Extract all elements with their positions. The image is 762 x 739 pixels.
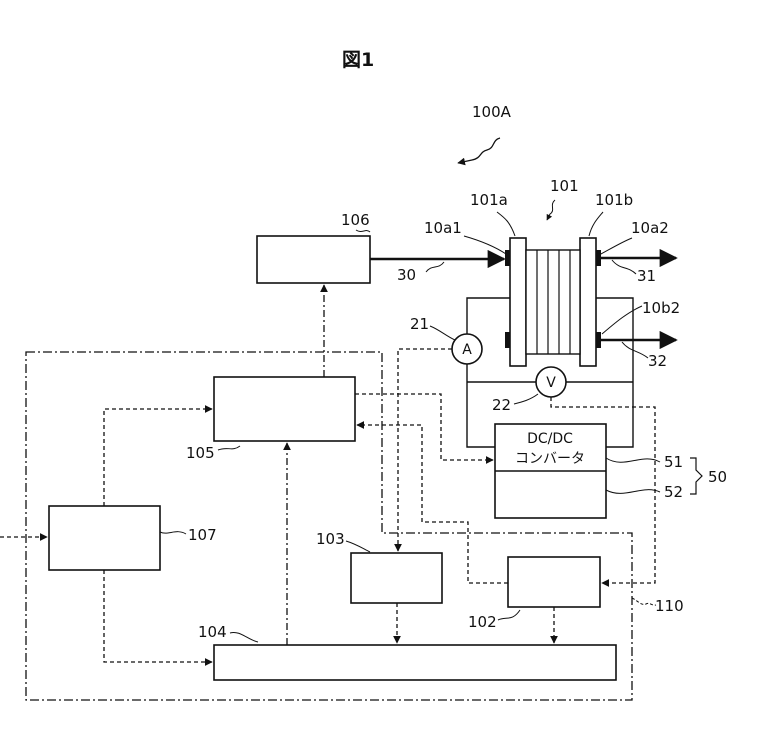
label-10a2: 10a2 bbox=[631, 219, 669, 237]
signal-107-104 bbox=[104, 570, 212, 662]
label-103: 103 bbox=[316, 530, 345, 548]
figure-title: 図1 bbox=[342, 49, 374, 71]
pointer-31 bbox=[612, 260, 636, 274]
voltmeter-symbol: V bbox=[546, 375, 556, 391]
pointer-32 bbox=[622, 342, 648, 358]
box-106 bbox=[257, 236, 370, 283]
ammeter-symbol: A bbox=[462, 342, 472, 358]
label-30: 30 bbox=[397, 266, 416, 284]
pointer-30 bbox=[426, 262, 444, 272]
label-21: 21 bbox=[410, 315, 429, 333]
label-50: 50 bbox=[708, 468, 727, 486]
pointer-100a bbox=[458, 138, 500, 163]
pointer-51 bbox=[606, 458, 660, 462]
end-plate-101a bbox=[510, 238, 526, 366]
label-101a: 101a bbox=[470, 191, 508, 209]
pointer-105 bbox=[218, 446, 240, 450]
port-10b2 bbox=[596, 332, 601, 348]
label-110: 110 bbox=[655, 597, 684, 615]
label-107: 107 bbox=[188, 526, 217, 544]
label-51: 51 bbox=[664, 453, 683, 471]
signal-lines-dashdot bbox=[287, 285, 324, 645]
port-10a1 bbox=[505, 250, 510, 266]
signal-21-103 bbox=[398, 349, 452, 551]
label-104: 104 bbox=[198, 623, 227, 641]
label-100a: 100A bbox=[472, 103, 512, 121]
label-10b2: 10b2 bbox=[642, 299, 680, 317]
signal-105-51 bbox=[355, 394, 493, 460]
label-10a1: 10a1 bbox=[424, 219, 462, 237]
port-10a2 bbox=[596, 250, 601, 266]
box-104 bbox=[214, 645, 616, 680]
label-52: 52 bbox=[664, 483, 683, 501]
box-103 bbox=[351, 553, 442, 603]
pointer-22 bbox=[514, 394, 538, 404]
label-31: 31 bbox=[637, 267, 656, 285]
pointer-103 bbox=[346, 541, 370, 552]
pointer-10a2 bbox=[601, 238, 632, 254]
box-102 bbox=[508, 557, 600, 607]
label-102: 102 bbox=[468, 613, 497, 631]
cell-stack-101 bbox=[526, 250, 580, 354]
pointer-21 bbox=[430, 326, 455, 340]
label-22: 22 bbox=[492, 396, 511, 414]
label-105: 105 bbox=[186, 444, 215, 462]
pointer-106 bbox=[356, 230, 370, 232]
terminal-left bbox=[505, 332, 510, 348]
converter-label-1: DC/DC bbox=[527, 431, 573, 447]
pointer-101a bbox=[497, 212, 515, 236]
bracket-50 bbox=[690, 458, 702, 494]
label-101b: 101b bbox=[595, 191, 633, 209]
end-plate-101b bbox=[580, 238, 596, 366]
pointer-101b bbox=[589, 212, 603, 236]
label-101: 101 bbox=[550, 177, 579, 195]
pointer-52 bbox=[606, 490, 660, 494]
pointer-107 bbox=[160, 532, 186, 534]
pointer-104 bbox=[230, 632, 258, 642]
box-107 bbox=[49, 506, 160, 570]
label-106: 106 bbox=[341, 211, 370, 229]
pointer-110 bbox=[632, 598, 656, 605]
pointer-102 bbox=[498, 610, 520, 620]
pointer-10a1 bbox=[464, 236, 506, 254]
label-32: 32 bbox=[648, 352, 667, 370]
pointer-10b2 bbox=[602, 306, 642, 334]
pointer-101 bbox=[547, 200, 555, 220]
converter-label-2: コンバータ bbox=[515, 451, 585, 467]
box-105 bbox=[214, 377, 355, 441]
